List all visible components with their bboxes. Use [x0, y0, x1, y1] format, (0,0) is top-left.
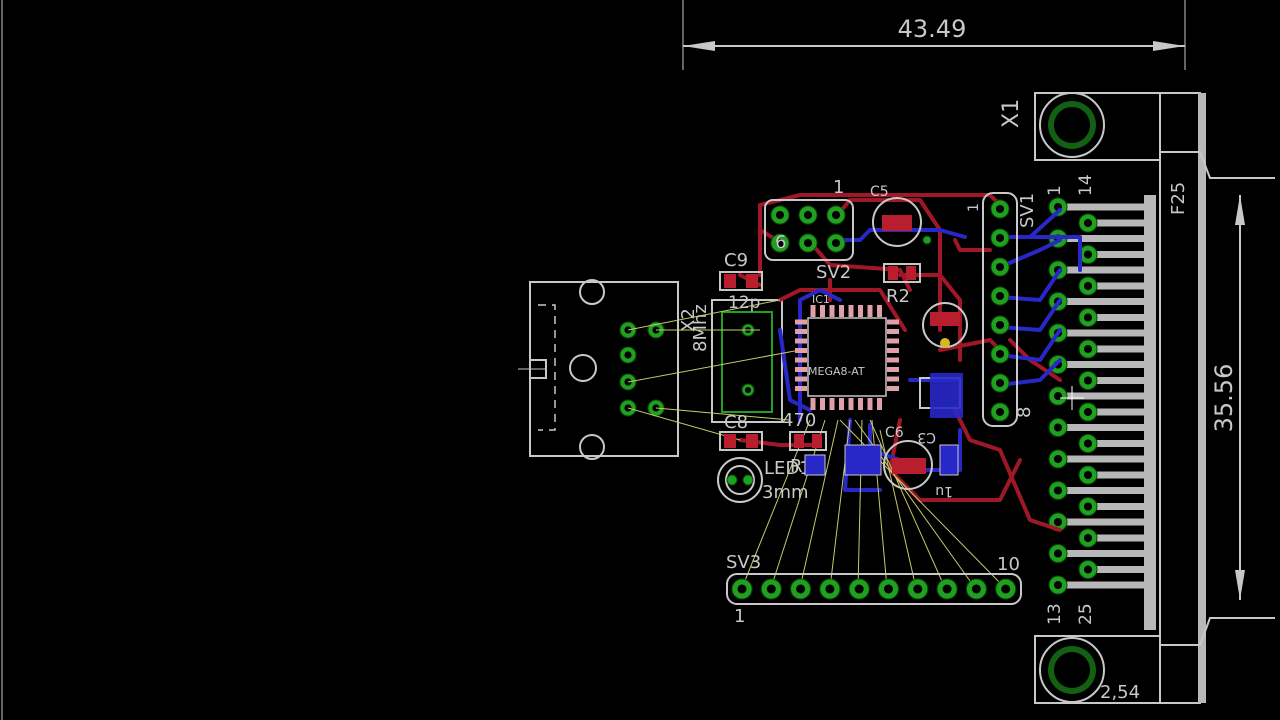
- capacitor-c9-value: 12p: [728, 293, 760, 313]
- header-sv1-pin: [990, 199, 1010, 219]
- dsub-pin: [1078, 276, 1098, 296]
- connector-x1-label: X1: [999, 99, 1024, 128]
- connector-pin-label: 14: [1076, 174, 1096, 196]
- header-sv2[interactable]: SV2 1 6: [764, 177, 854, 283]
- header-sv1-pin: [990, 373, 1010, 393]
- dsub-pin: [1078, 497, 1098, 516]
- header-sv3-pin: [965, 578, 987, 600]
- header-pin-label: 8: [1014, 407, 1035, 418]
- dsub-pin: [1048, 418, 1068, 437]
- bottom-copper-traces: [778, 208, 1082, 492]
- dsub-pin: [1048, 449, 1068, 469]
- header-sv3-pin: [878, 578, 899, 600]
- crystal[interactable]: 8Mhz: [690, 299, 783, 423]
- dsub-pin: [1078, 434, 1098, 453]
- header-sv3-pin: [790, 578, 812, 600]
- dsub-pin: [1078, 402, 1098, 422]
- header-sv1-pin: [990, 402, 1010, 422]
- connector-pin-label: 1: [1045, 185, 1065, 196]
- header-sv2-pin: [770, 205, 790, 225]
- dsub-pin: [1048, 575, 1068, 595]
- resistor-r1-value: 470: [782, 410, 816, 431]
- dsub-pin: [1078, 528, 1098, 548]
- header-sv3-label: SV3: [726, 552, 761, 573]
- dsub-pin: [1078, 465, 1098, 485]
- dsub-pin: [1078, 245, 1098, 264]
- bottom-smd-pads: [804, 373, 963, 476]
- mount-hole-top: [1039, 92, 1105, 158]
- header-sv2-pin: [798, 233, 818, 253]
- resistor-r2[interactable]: R2: [883, 263, 921, 307]
- header-pin-label: 1: [966, 203, 982, 212]
- capacitor-c8[interactable]: C8: [719, 412, 763, 451]
- resistor-r2-label: R2: [886, 286, 910, 307]
- capacitor-c5-label: C5: [870, 184, 889, 200]
- header-sv3-pin: [731, 578, 753, 600]
- capacitor-c5[interactable]: C5: [870, 184, 932, 247]
- mount-hole-bottom: [1039, 637, 1105, 703]
- dsub-pin: [1048, 386, 1068, 406]
- connector-pin-label: 25: [1076, 603, 1096, 625]
- header-sv1-pin: [990, 228, 1010, 248]
- header-sv2-pin: [826, 205, 846, 225]
- dsub-pin: [1078, 308, 1098, 327]
- dimension-width-label: 43.49: [898, 15, 967, 43]
- header-sv3-pin: [760, 578, 782, 600]
- header-sv2-pin: [770, 233, 790, 253]
- connector-x1-value: F25: [1168, 182, 1189, 215]
- header-sv3[interactable]: SV3 1 10: [726, 552, 1022, 627]
- grid-label: 2,54: [1100, 682, 1140, 703]
- capacitor-c6-label: C6: [885, 425, 904, 441]
- header-pin-label: 6: [775, 232, 786, 253]
- capacitor-uf-value: 1u: [935, 483, 953, 499]
- header-sv1-pin: [990, 344, 1010, 364]
- header-sv2-pin: [826, 233, 846, 253]
- mcu-label: IC1: [812, 293, 830, 306]
- dsub-pin: [1078, 213, 1098, 233]
- header-sv2-pin: [798, 205, 818, 225]
- dsub-pin: [1078, 560, 1098, 579]
- header-sv3-pin: [819, 578, 841, 600]
- capacitor-c8-label: C8: [724, 412, 748, 433]
- connector-x1[interactable]: X1 F25 1 14 13 25 2,54: [999, 92, 1275, 704]
- header-sv1-pin: [990, 315, 1010, 335]
- dimension-height[interactable]: 35.56: [1210, 195, 1245, 600]
- header-sv3-pin: [995, 578, 1017, 600]
- led1[interactable]: LED1 3mm: [717, 457, 811, 503]
- connector-pin-label: 13: [1045, 603, 1065, 625]
- usb-connector-x2[interactable]: X2: [518, 279, 699, 460]
- header-sv1-pin: [990, 286, 1010, 306]
- header-sv1-label: SV1: [1017, 193, 1038, 228]
- dsub-pin: [1048, 481, 1068, 500]
- led-label: LED1: [764, 458, 811, 479]
- mcu-ic1[interactable]: IC1 MEGA8-AT: [795, 293, 899, 410]
- header-sv1-pin: [990, 257, 1010, 277]
- header-sv2-label: SV2: [816, 262, 851, 283]
- capacitor-c3-label: C3: [917, 429, 936, 445]
- dsub-pin: [1078, 371, 1098, 390]
- led-size: 3mm: [762, 482, 809, 503]
- usb-label: X2: [678, 308, 699, 332]
- capacitor-c6[interactable]: C6: [883, 425, 933, 490]
- capacitor-c9[interactable]: C9 12p: [719, 250, 763, 313]
- header-sv1[interactable]: SV1 1 8: [966, 192, 1038, 427]
- mcu-value: MEGA8-AT: [808, 365, 865, 378]
- dsub-pin: [1078, 339, 1098, 359]
- header-sv3-pin: [848, 578, 870, 600]
- header-pin-label: 1: [734, 606, 745, 627]
- crystal-value: 8Mhz: [690, 304, 711, 352]
- header-pin-label: 10: [997, 554, 1020, 575]
- header-pin-label: 1: [833, 177, 844, 198]
- capacitor-c9-label: C9: [724, 250, 748, 271]
- header-sv3-pin: [907, 578, 929, 600]
- dimension-width[interactable]: 43.49: [682, 0, 1186, 70]
- usb-pad: [619, 346, 637, 364]
- dsub-pin: [1048, 544, 1068, 563]
- dimension-height-label: 35.56: [1210, 364, 1238, 433]
- header-sv3-pin: [936, 578, 958, 600]
